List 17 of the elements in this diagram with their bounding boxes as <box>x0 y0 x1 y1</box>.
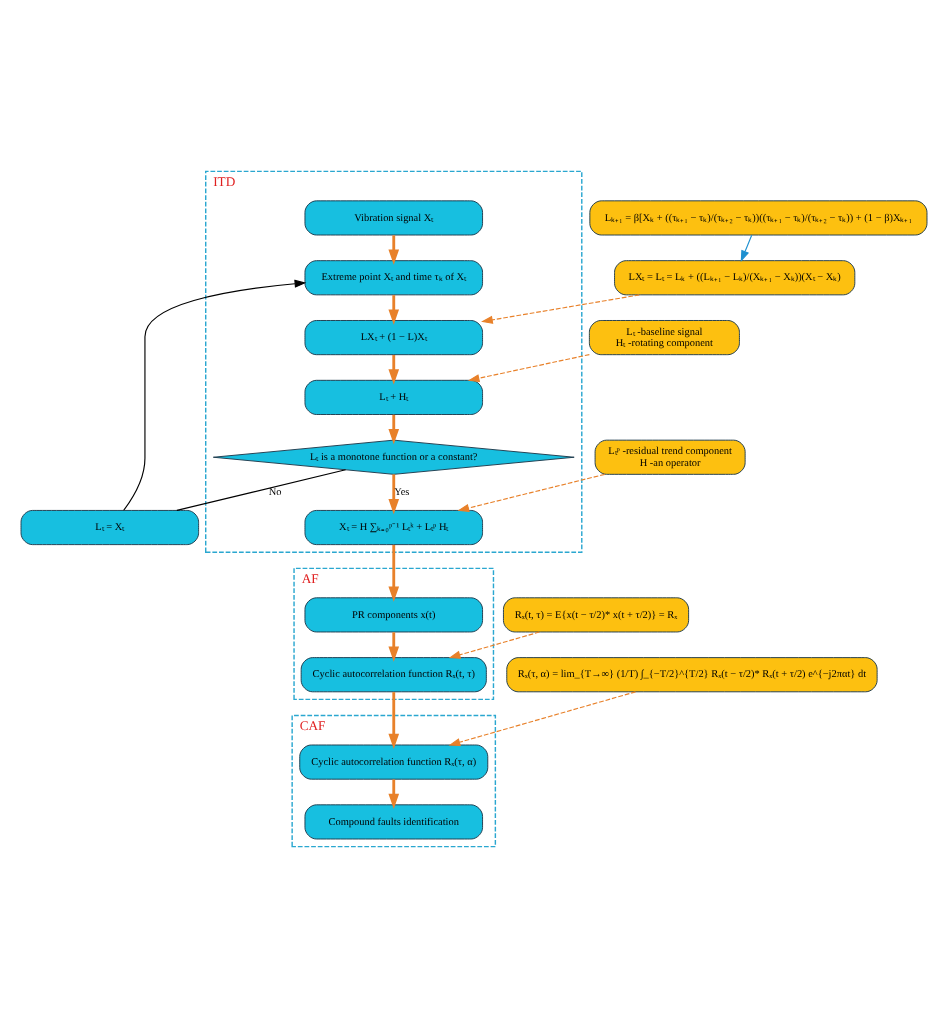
connector <box>176 468 347 510</box>
arrow <box>388 294 400 324</box>
arrow <box>388 543 400 601</box>
arrow <box>457 472 606 511</box>
arrow <box>467 353 590 382</box>
arrow <box>388 631 400 661</box>
arrow <box>123 278 307 510</box>
arrow <box>388 691 400 749</box>
arrow <box>740 233 753 262</box>
arrow <box>448 630 540 658</box>
arrow <box>481 293 640 323</box>
arrow <box>388 354 400 384</box>
arrow <box>388 413 400 444</box>
arrow <box>388 473 400 514</box>
arrow <box>448 690 637 746</box>
arrow <box>388 234 400 264</box>
arrow <box>388 778 400 808</box>
